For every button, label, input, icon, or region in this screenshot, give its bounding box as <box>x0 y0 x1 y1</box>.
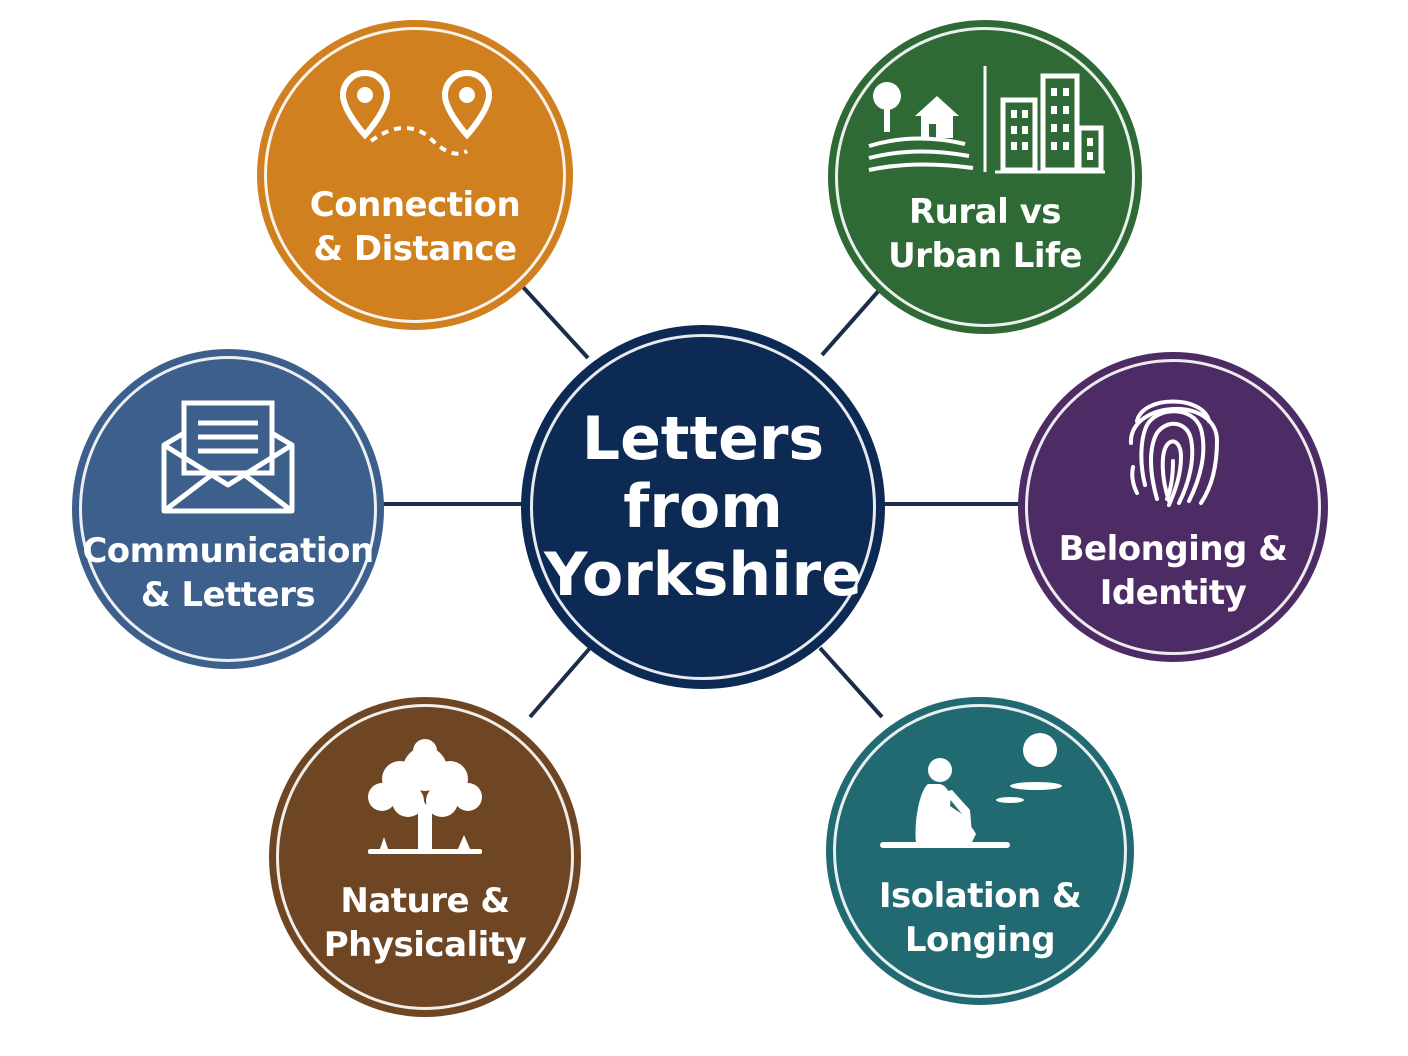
theme-label: Isolation & Longing <box>878 876 1082 960</box>
theme-belonging-identity[interactable]: Belonging & Identity <box>1018 352 1328 662</box>
theme-connection-distance[interactable]: Connection & Distance <box>257 20 573 330</box>
tree-icon <box>368 739 482 854</box>
rural-urban-icon <box>868 66 1105 174</box>
theme-label: Belonging & Identity <box>1058 529 1288 613</box>
map-pin-route-icon <box>339 69 493 156</box>
theme-isolation-longing[interactable]: Isolation & Longing <box>826 697 1134 1005</box>
theme-label: Communication & Letters <box>82 531 374 615</box>
connector-connection <box>521 285 590 360</box>
fingerprint-icon <box>1128 399 1220 507</box>
connector-nature <box>528 646 592 719</box>
connector-isolation <box>818 646 884 719</box>
connector-rural-urban <box>820 285 884 357</box>
theme-label: Connection & Distance <box>309 185 521 269</box>
theme-communication-letters[interactable]: Communication & Letters <box>72 349 384 669</box>
theme-label: Rural vs Urban Life <box>888 192 1082 276</box>
theme-nature-physicality[interactable]: Nature & Physicality <box>269 697 581 1017</box>
theme-label: Nature & Physicality <box>323 881 527 965</box>
theme-rural-urban[interactable]: Rural vs Urban Life <box>828 20 1142 334</box>
center-topic-node: Letters from Yorkshire <box>521 325 885 689</box>
envelope-letter-icon <box>161 400 295 514</box>
center-topic-label: Letters from Yorkshire <box>544 404 862 610</box>
sitting-person-moon-icon <box>880 733 1062 848</box>
